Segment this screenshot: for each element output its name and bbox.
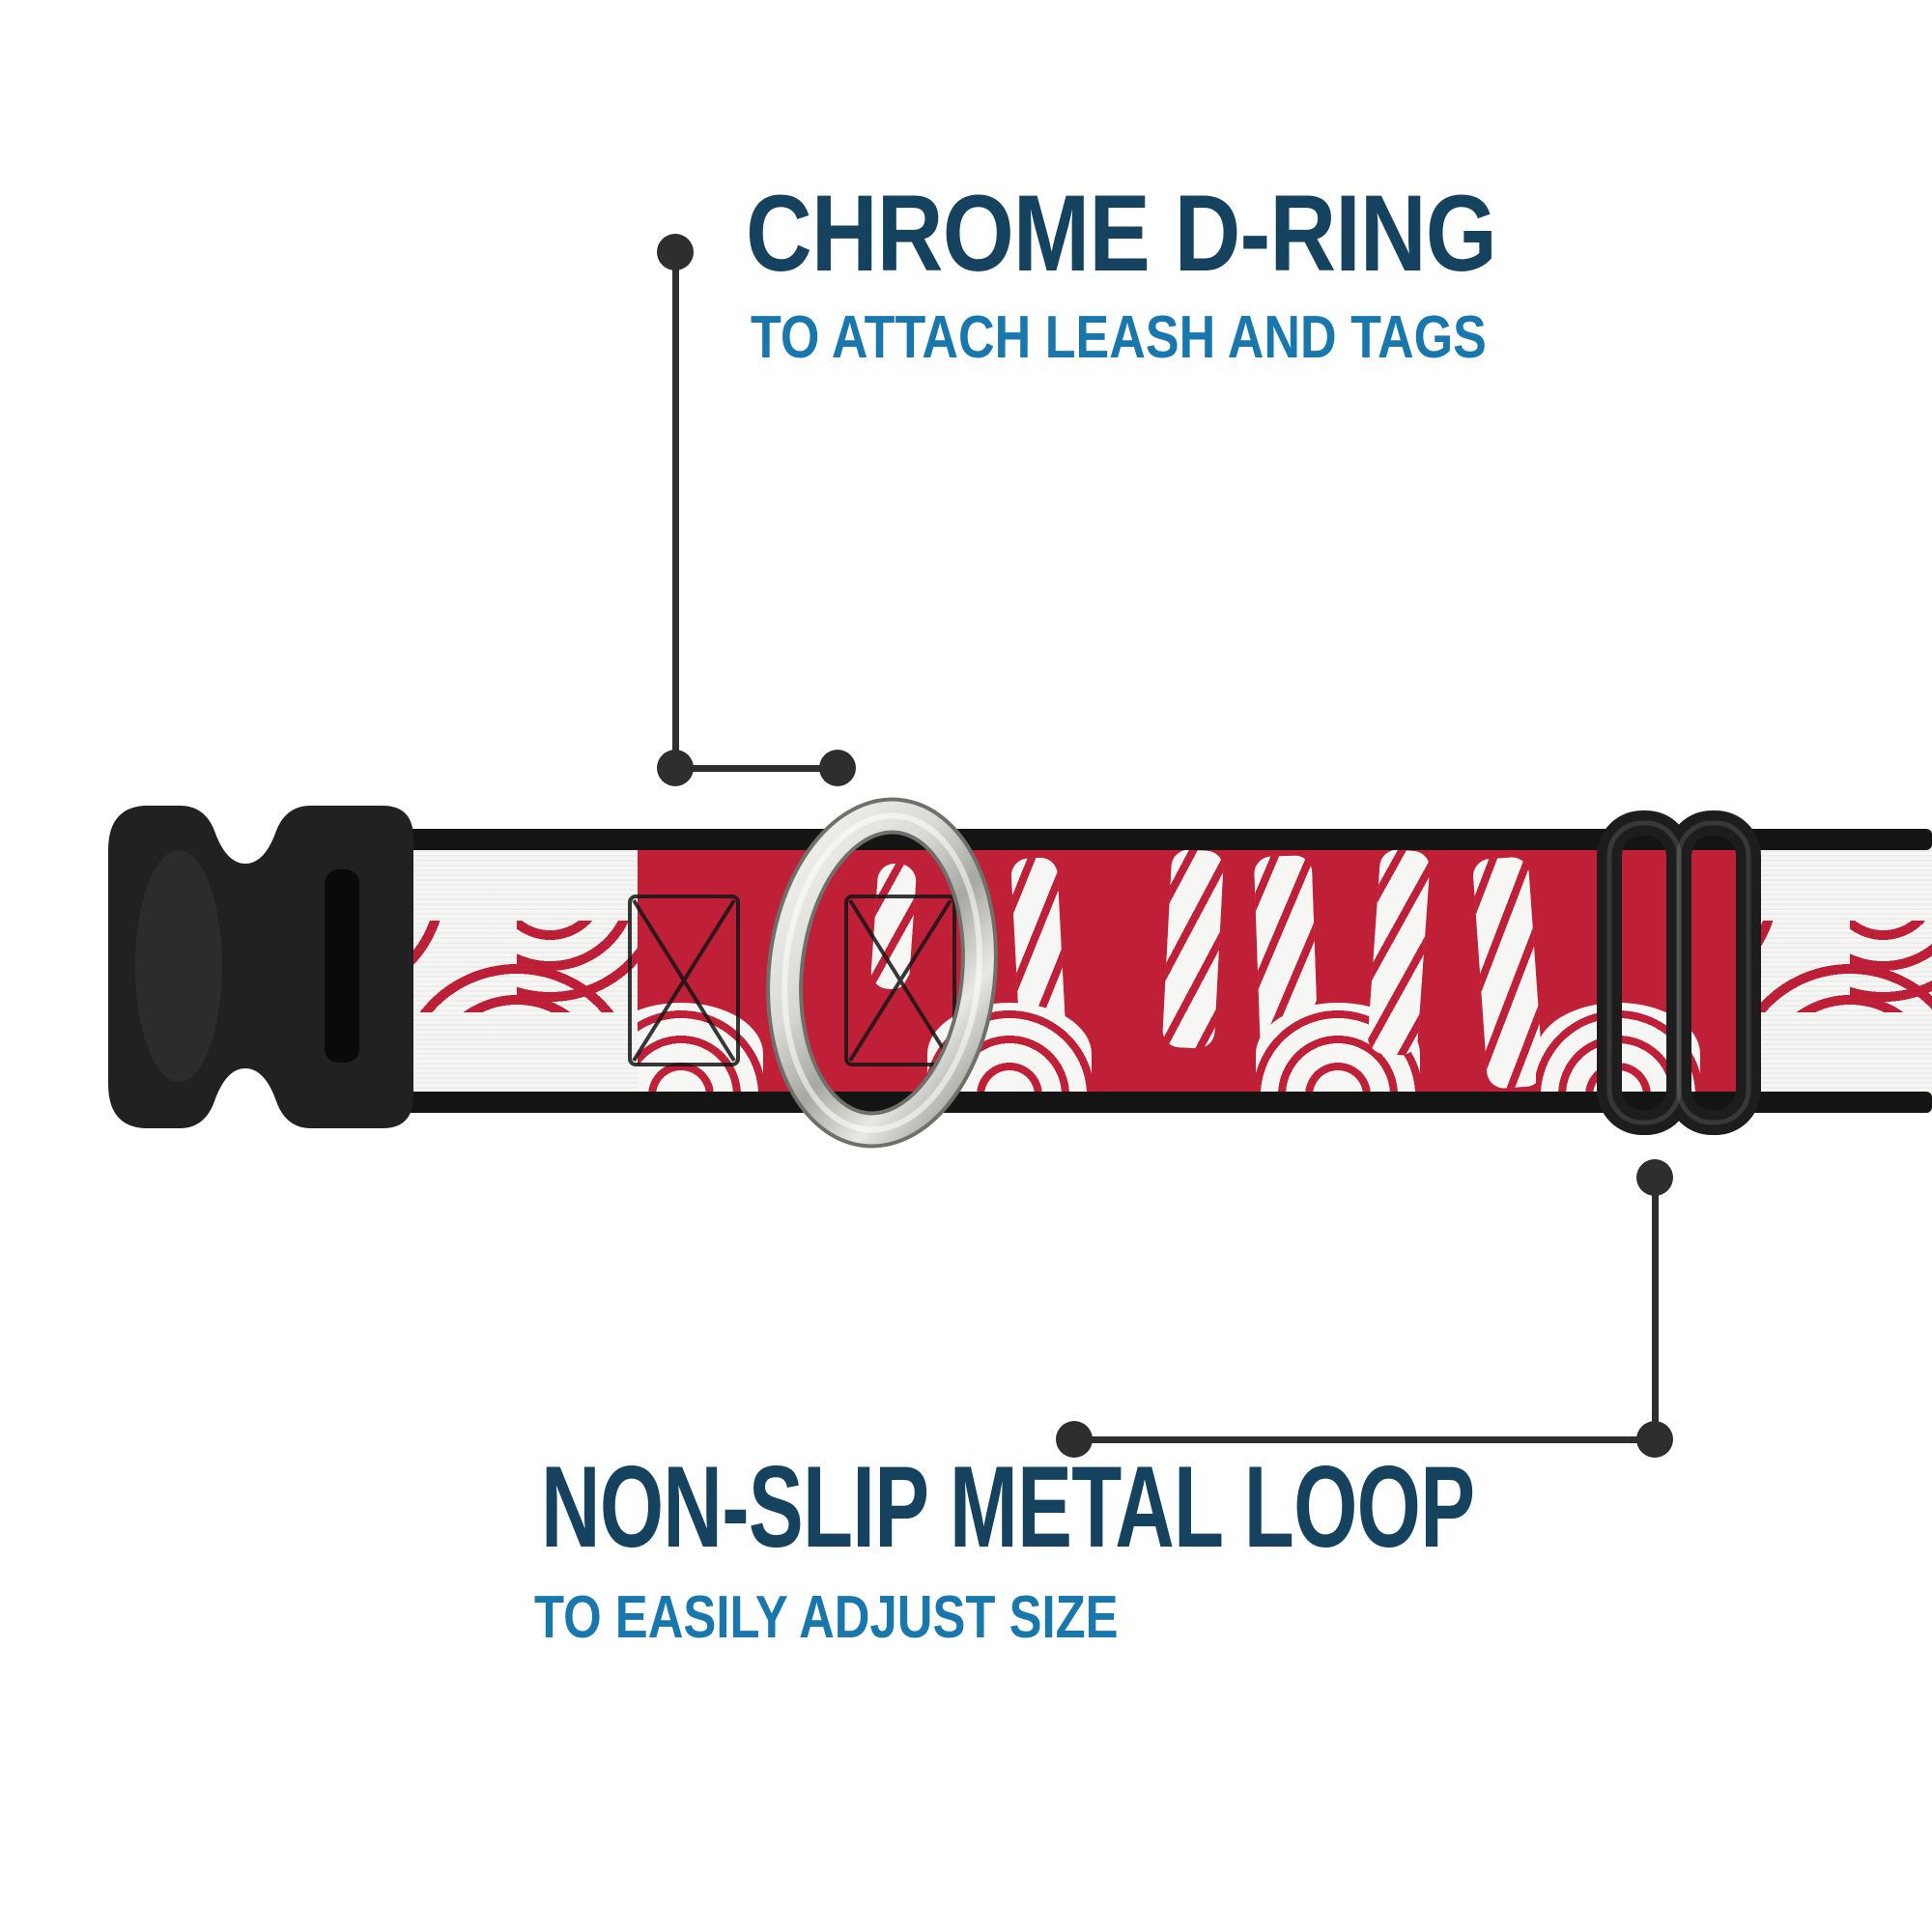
loop-callout-end-dot (1056, 1421, 1093, 1458)
strap-top-edge (406, 829, 1932, 850)
loop-title: NON-SLIP METAL LOOP (541, 1442, 1475, 1572)
dring-title: CHROME D-RING (746, 173, 1497, 294)
buckle-strap-slot (325, 869, 359, 1063)
dring-callout-vertical-line (672, 252, 679, 768)
loop-callout-horizontal-line (1074, 1436, 1655, 1443)
box-x-stitch-left (628, 895, 740, 1066)
loop-callout-vertical-line (1652, 1178, 1659, 1439)
strap-bottom-edge (406, 1092, 1932, 1113)
loop-subtitle: TO EASILY ADJUST SIZE (534, 1584, 1119, 1651)
d-ring-graphic (766, 797, 998, 1149)
box-x-stitch-right (844, 895, 956, 1066)
slider-loop-graphic (1597, 810, 1761, 1135)
buckle-graphic (108, 806, 413, 1128)
dring-callout-end-dot (819, 750, 856, 786)
dring-subtitle: TO ATTACH LEASH AND TAGS (751, 304, 1487, 371)
dring-callout-horizontal-line (675, 765, 838, 772)
